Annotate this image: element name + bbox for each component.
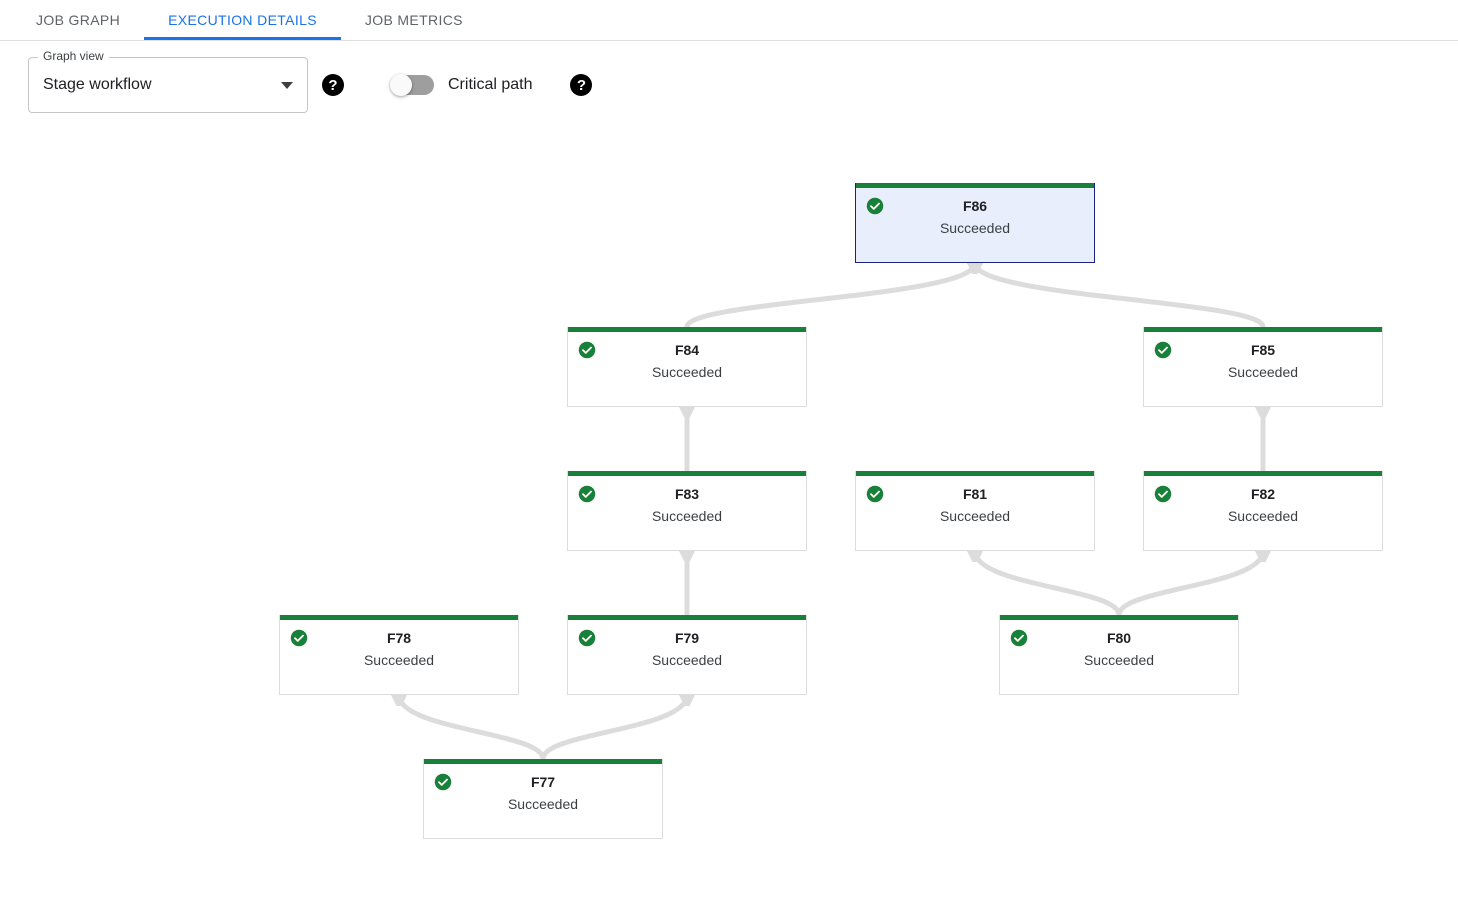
graph-edge xyxy=(972,550,1122,616)
tab-bar: JOB GRAPH EXECUTION DETAILS JOB METRICS xyxy=(0,0,1458,41)
graph-view-select-wrapper: Stage workflow Graph view xyxy=(28,49,308,113)
node-status-label: Succeeded xyxy=(1083,652,1155,668)
critical-path-toggle[interactable] xyxy=(390,74,434,96)
graph-edge xyxy=(540,694,690,760)
critical-path-group: Critical path ? xyxy=(390,74,593,96)
graph-edge xyxy=(396,694,546,760)
check-circle-icon xyxy=(578,485,596,503)
graph-view-selected-value: Stage workflow xyxy=(43,76,152,93)
node-title: F82 xyxy=(1250,486,1276,502)
graph-view-label: Graph view xyxy=(38,49,109,63)
node-status-label: Succeeded xyxy=(651,364,723,380)
check-circle-icon xyxy=(1154,341,1172,359)
node-status-label: Succeeded xyxy=(363,652,435,668)
edge-source-marker xyxy=(679,551,695,562)
node-title: F83 xyxy=(674,486,700,502)
edge-source-marker xyxy=(679,695,695,706)
node-status-bar xyxy=(856,471,1094,476)
toggle-knob xyxy=(390,74,412,96)
check-circle-icon xyxy=(866,197,884,215)
node-status-label: Succeeded xyxy=(939,508,1011,524)
node-status-bar xyxy=(280,615,518,620)
node-status-bar xyxy=(568,471,806,476)
node-title: F86 xyxy=(962,198,988,214)
graph-edge xyxy=(684,262,978,329)
node-status-label: Succeeded xyxy=(939,220,1011,236)
node-status-bar xyxy=(1144,471,1382,476)
graph-view-help-icon[interactable]: ? xyxy=(322,74,344,96)
tab-execution-details[interactable]: EXECUTION DETAILS xyxy=(144,0,341,40)
node-title: F80 xyxy=(1106,630,1132,646)
node-status-bar xyxy=(568,615,806,620)
node-status-label: Succeeded xyxy=(651,652,723,668)
critical-path-label: Critical path xyxy=(448,76,533,93)
node-title: F81 xyxy=(962,486,988,502)
graph-edge xyxy=(972,262,1266,329)
node-status-label: Succeeded xyxy=(1227,508,1299,524)
check-circle-icon xyxy=(578,341,596,359)
edge-source-marker xyxy=(391,695,407,706)
node-status-bar xyxy=(568,327,806,332)
node-status-bar xyxy=(1000,615,1238,620)
check-circle-icon xyxy=(1154,485,1172,503)
edge-source-marker xyxy=(1255,551,1271,562)
node-title: F77 xyxy=(530,774,556,790)
node-status-bar xyxy=(424,759,662,764)
node-status-label: Succeeded xyxy=(1227,364,1299,380)
check-circle-icon xyxy=(434,773,452,791)
edge-source-marker xyxy=(967,551,983,562)
node-status-label: Succeeded xyxy=(651,508,723,524)
edge-source-marker xyxy=(967,263,983,274)
edge-source-marker xyxy=(679,407,695,418)
edge-source-marker xyxy=(1255,407,1271,418)
controls-row: Stage workflow Graph view ? Critical pat… xyxy=(0,41,1458,121)
check-circle-icon xyxy=(866,485,884,503)
node-status-label: Succeeded xyxy=(507,796,579,812)
graph-view-select[interactable]: Stage workflow xyxy=(28,57,308,113)
edge-source-marker xyxy=(967,263,983,274)
node-title: F85 xyxy=(1250,342,1276,358)
critical-path-help-icon[interactable]: ? xyxy=(570,74,593,96)
check-circle-icon xyxy=(1010,629,1028,647)
check-circle-icon xyxy=(578,629,596,647)
node-title: F78 xyxy=(386,630,412,646)
node-title: F79 xyxy=(674,630,700,646)
check-circle-icon xyxy=(290,629,308,647)
chevron-down-icon xyxy=(281,81,293,89)
node-title: F84 xyxy=(674,342,700,358)
node-status-bar xyxy=(1144,327,1382,332)
tab-job-graph[interactable]: JOB GRAPH xyxy=(12,0,144,40)
tab-job-metrics[interactable]: JOB METRICS xyxy=(341,0,487,40)
node-status-bar xyxy=(856,183,1094,188)
graph-edge xyxy=(1116,550,1266,616)
